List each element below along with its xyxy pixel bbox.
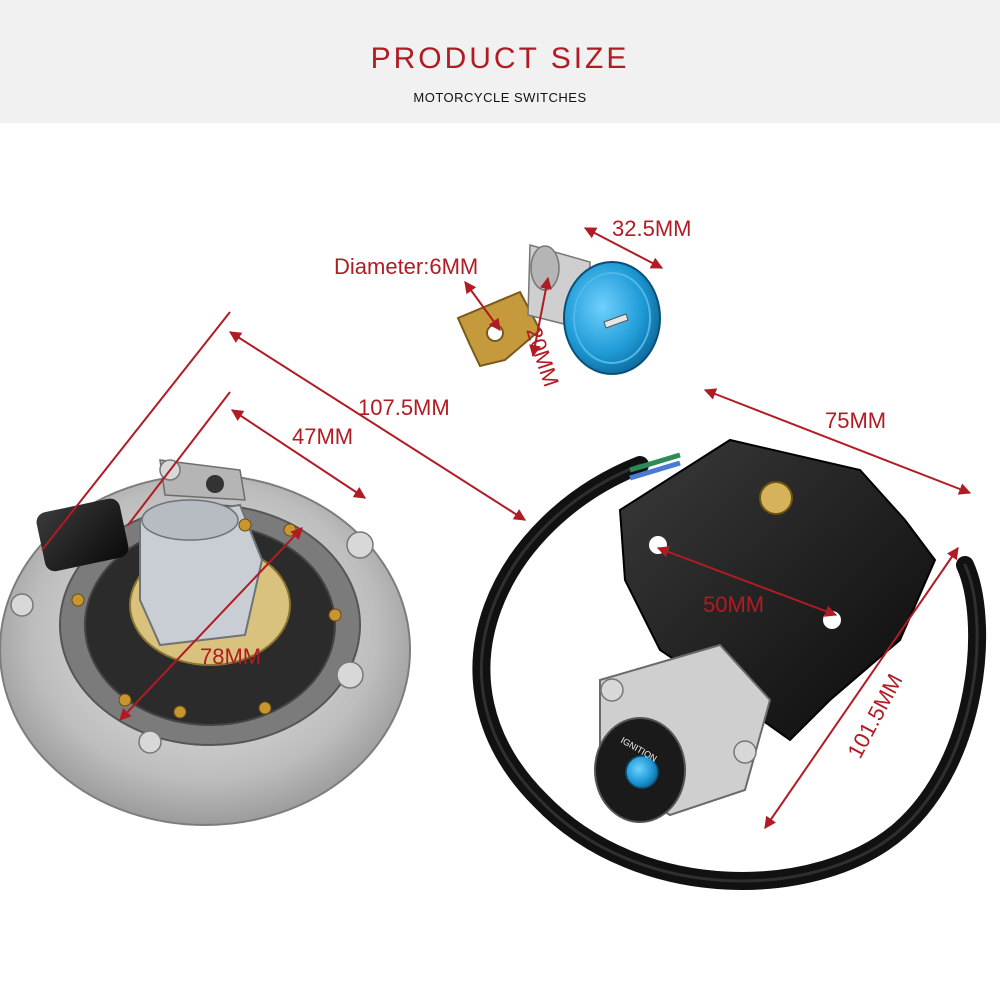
dim-line-seat-height — [529, 276, 552, 358]
dim-label-seat-length: 32.5MM — [612, 216, 691, 241]
dim-line-seat-diameter — [464, 281, 501, 331]
dim-line-cap-inner — [230, 409, 367, 499]
page-title: PRODUCT SIZE — [370, 42, 630, 75]
fuel-cap-bolts — [10, 459, 374, 754]
dim-label-seat-height: 20MM — [521, 324, 564, 390]
dim-line-seat-length — [583, 227, 664, 269]
seat-lock-blue-cap — [563, 261, 661, 375]
dim-label-cap-outer: 107.5MM — [358, 395, 450, 420]
ignition-keyhole-icon — [625, 755, 659, 789]
header-banner: PRODUCT SIZE MOTORCYCLE SWITCHES — [0, 0, 1000, 123]
fuel-cap — [0, 459, 411, 826]
dim-extension-inner-left — [127, 391, 231, 526]
page-subtitle: MOTORCYCLE SWITCHES — [413, 90, 587, 105]
dimension-lines — [41, 227, 972, 829]
dim-label-ignition-mount: 50MM — [703, 592, 764, 617]
seat-lock — [456, 244, 661, 375]
dim-label-cap-diameter: 78MM — [200, 644, 261, 669]
dim-line-ignition-width — [703, 388, 972, 495]
fuel-cap-connector — [36, 498, 129, 572]
ignition-rivet — [759, 481, 793, 515]
dim-label-seat-diameter: Diameter:6MM — [334, 254, 478, 279]
keyhole-icon — [603, 313, 629, 329]
ignition-switch: IGNITION — [472, 438, 987, 890]
bracket-hole — [486, 324, 504, 342]
dim-label-ignition-width: 75MM — [825, 408, 886, 433]
dim-line-ignition-height — [764, 547, 959, 829]
dim-label-cap-inner: 47MM — [292, 424, 353, 449]
dim-line-cap-outer — [228, 331, 527, 521]
dim-line-cap-diameter — [119, 527, 303, 721]
dim-label-ignition-height: 101.5MM — [842, 670, 907, 763]
dim-extension-outer-left — [41, 311, 231, 551]
